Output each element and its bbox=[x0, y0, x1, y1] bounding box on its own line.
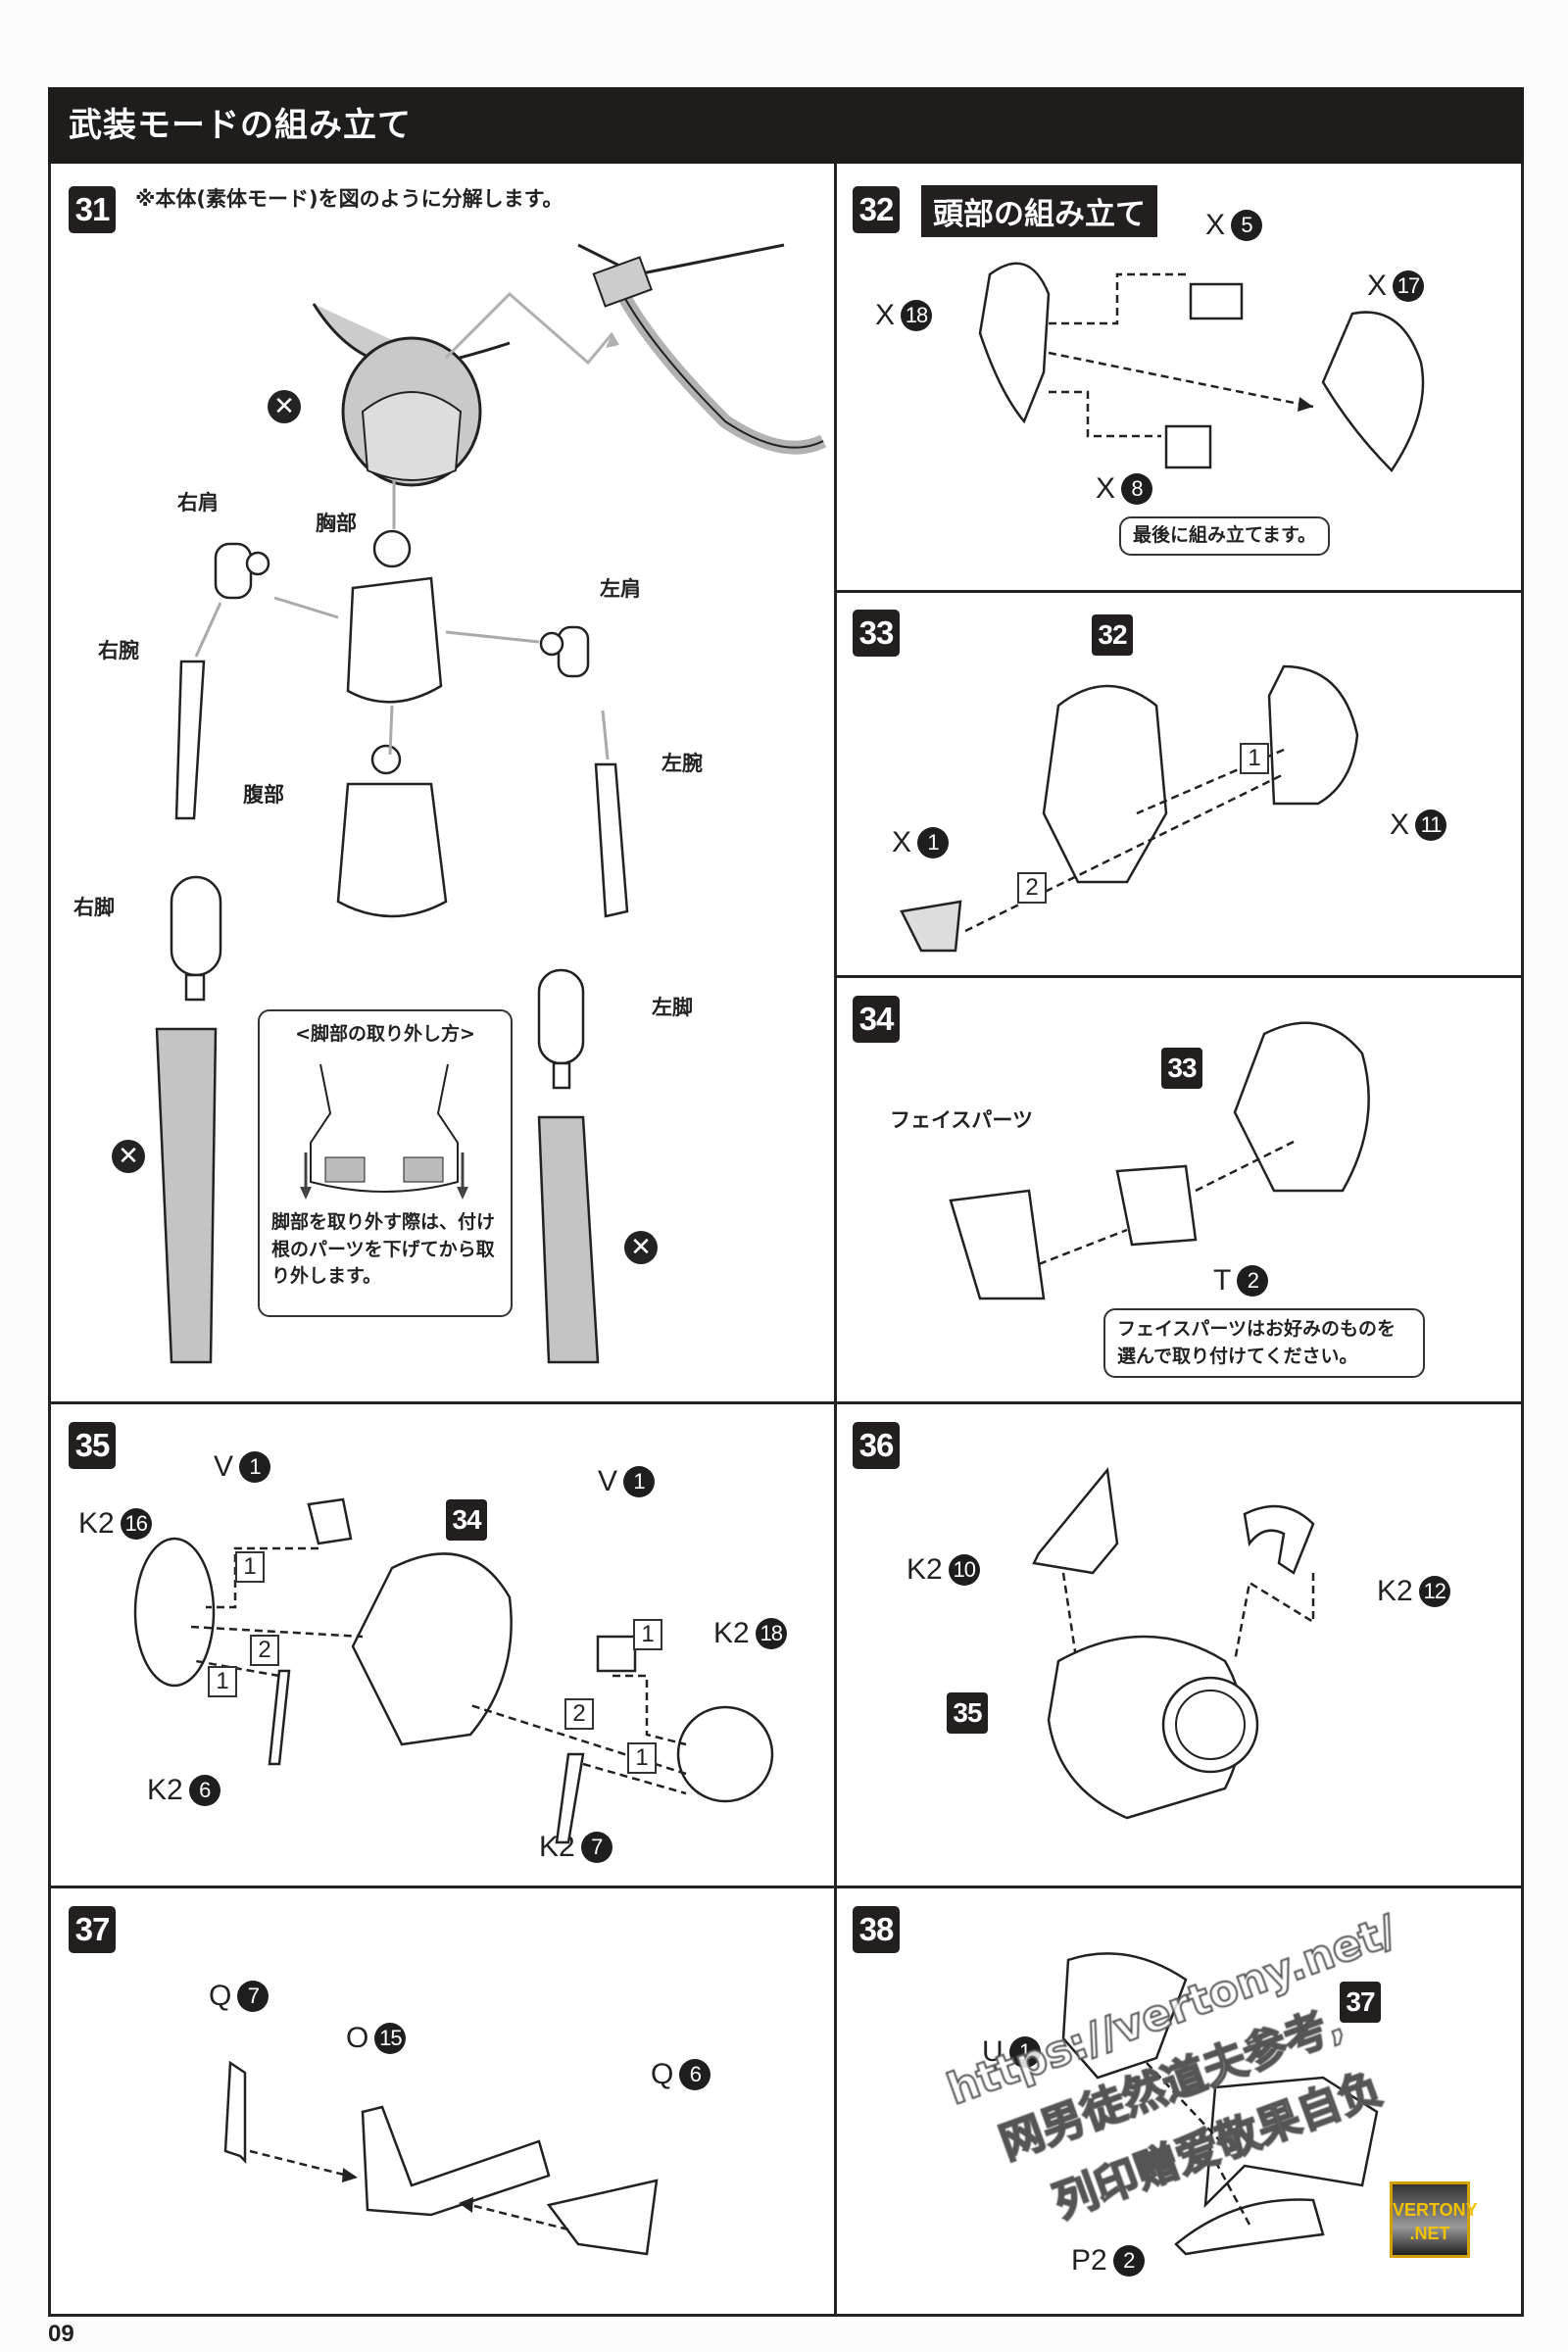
leg-removal-callout: <脚部の取り外し方> 脚部を取り外す際は、付け根のパーツを下げてから取り外します… bbox=[258, 1009, 513, 1317]
face-parts-callout: フェイスパーツはお好みのものを選んで取り付けてください。 bbox=[1103, 1308, 1425, 1379]
section-title: 武装モードの組み立て bbox=[69, 106, 412, 145]
head-with-ears-illustration bbox=[133, 1497, 774, 1844]
column-divider bbox=[834, 164, 837, 2317]
sequence-number: 2 bbox=[1017, 872, 1047, 904]
section-header-bar bbox=[48, 87, 1524, 164]
label-abdomen: 腹部 bbox=[243, 783, 284, 807]
helmet-illustration bbox=[1032, 1466, 1315, 1820]
step-number: 32 bbox=[853, 186, 900, 233]
label-chest: 胸部 bbox=[316, 512, 357, 535]
label-left-arm: 左腕 bbox=[662, 752, 703, 775]
sequence-number: 2 bbox=[564, 1698, 594, 1730]
row-divider bbox=[48, 1401, 1524, 1404]
head-illustration bbox=[312, 243, 827, 487]
step-number: 34 bbox=[853, 996, 900, 1043]
legs-illustration bbox=[155, 875, 600, 1364]
step-number: 33 bbox=[853, 610, 900, 657]
sequence-number: 1 bbox=[633, 1619, 662, 1650]
row-divider bbox=[835, 590, 1524, 593]
vertony-badge: VERTONY .NET bbox=[1390, 2181, 1478, 2258]
callout-title: <脚部の取り外し方> bbox=[295, 1023, 475, 1045]
hip-illustration bbox=[300, 1063, 468, 1200]
step-number: 37 bbox=[69, 1906, 116, 1953]
badge-line: .NET bbox=[1409, 2224, 1450, 2243]
x-mark-icon: ✕ bbox=[112, 1140, 145, 1173]
step-number: 31 bbox=[69, 186, 116, 233]
step-reference: 33 bbox=[1161, 1048, 1202, 1089]
badge-line: VERTONY bbox=[1393, 2200, 1478, 2220]
callout-text: 脚部を取り外す際は、付け根のパーツを下げてから取り外します。 bbox=[271, 1211, 496, 1288]
sequence-number: 1 bbox=[627, 1742, 657, 1774]
label-right-leg: 右脚 bbox=[74, 896, 115, 919]
label-right-arm: 右腕 bbox=[98, 639, 139, 662]
visor-illustration bbox=[223, 2060, 659, 2256]
headgear-illustration bbox=[1061, 1952, 1379, 2256]
row-divider bbox=[835, 975, 1524, 978]
step-reference: 32 bbox=[1092, 614, 1133, 656]
step-reference: 35 bbox=[947, 1692, 988, 1734]
step-reference: 37 bbox=[1340, 1982, 1381, 2023]
x-mark-icon: ✕ bbox=[624, 1231, 658, 1264]
head-frame-illustration bbox=[978, 262, 1425, 472]
label-right-shoulder: 右肩 bbox=[177, 491, 219, 514]
face-assembly-illustration bbox=[949, 1021, 1370, 1300]
label-left-leg: 左脚 bbox=[652, 996, 693, 1019]
row-divider bbox=[48, 1886, 1524, 1888]
label-left-shoulder: 左肩 bbox=[600, 577, 641, 601]
step-reference: 34 bbox=[446, 1499, 487, 1541]
step-number: 35 bbox=[69, 1422, 116, 1469]
step-number: 36 bbox=[853, 1422, 900, 1469]
sequence-number: 1 bbox=[235, 1551, 265, 1583]
body-illustration bbox=[174, 480, 629, 918]
x-mark-icon: ✕ bbox=[268, 390, 301, 423]
page-number: 09 bbox=[48, 2321, 74, 2347]
face-parts-label: フェイスパーツ bbox=[890, 1108, 1033, 1132]
step-title: 頭部の組み立て bbox=[921, 185, 1157, 237]
head-assembly-illustration bbox=[900, 664, 1359, 953]
assemble-last-callout: 最後に組み立てます。 bbox=[1119, 516, 1331, 556]
sequence-number: 1 bbox=[1240, 743, 1269, 774]
sequence-number: 2 bbox=[250, 1635, 279, 1666]
sequence-number: 1 bbox=[208, 1666, 237, 1697]
step-number: 38 bbox=[853, 1906, 900, 1953]
step-note: ※本体(素体モード)を図のように分解します。 bbox=[135, 187, 564, 211]
